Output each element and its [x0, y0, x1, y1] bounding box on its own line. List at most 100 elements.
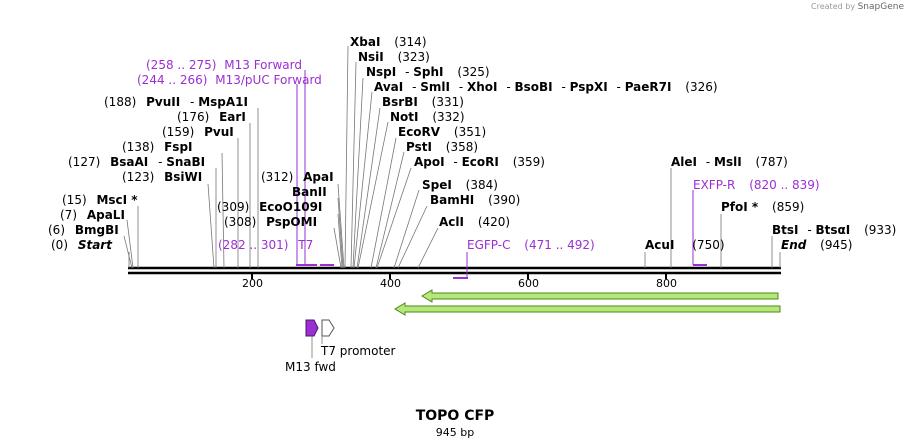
leader-bsiwi	[207, 183, 215, 269]
enzyme-bsrbi-name: BsrBI	[382, 95, 418, 109]
enzyme-pvui[interactable]: (159) PvuI	[162, 125, 234, 139]
enzyme-bsiwi-name: BsiWI	[164, 170, 203, 184]
primer-m13-forward-range: (258 .. 275)	[146, 58, 217, 72]
enzyme-ecorv[interactable]: EcoRV (351)	[398, 125, 486, 139]
primer-m13-puc-name: M13/pUC Forward	[215, 73, 322, 87]
enzyme-bsrbi[interactable]: BsrBI (331)	[382, 95, 464, 109]
enzyme-xhoi-name: XhoI	[466, 80, 498, 94]
leader-ecorv	[370, 137, 397, 269]
enzyme-avai-group[interactable]: AvaI - SmlI - XhoI - BsoBI - PspXI - Pae…	[374, 80, 718, 94]
enzyme-spei[interactable]: SpeI (384)	[422, 178, 498, 192]
enzyme-pvuii-name: PvuII	[146, 95, 181, 109]
enzyme-btsi-pos: (933)	[864, 223, 897, 237]
enzyme-avai-name: AvaI	[374, 80, 404, 94]
leader-bsrbi	[356, 107, 381, 269]
enzyme-noti[interactable]: NotI (332)	[390, 110, 465, 124]
enzyme-sphi-name: SphI	[413, 65, 444, 79]
enzyme-nsii-pos: (323)	[397, 50, 430, 64]
leader-bamhi	[397, 205, 428, 269]
primer-m13-forward-name: M13 Forward	[224, 58, 302, 72]
enzyme-msci-name: MscI *	[96, 193, 138, 207]
enzyme-banii[interactable]: BanII	[292, 185, 327, 199]
enzyme-pvuii[interactable]: (188) PvuII - MspA1I	[104, 95, 248, 109]
enzyme-fspi[interactable]: (138) FspI	[122, 140, 193, 154]
enzyme-pspomi[interactable]: (308) PspOMI	[224, 215, 317, 229]
enzyme-alei[interactable]: AleI - MslI (787)	[671, 155, 788, 169]
orf-arrow-2[interactable]	[394, 302, 781, 316]
primer-egfp-c[interactable]: EGFP-C (471 .. 492)	[467, 238, 595, 252]
enzyme-pspomi-name: PspOMI	[266, 215, 318, 229]
enzyme-bsrbi-pos: (331)	[431, 95, 464, 109]
enzyme-eari[interactable]: (176) EarI	[177, 110, 246, 124]
enzyme-apali[interactable]: (7) ApaLI	[60, 208, 125, 222]
enzyme-acui[interactable]: AcuI (750)	[645, 238, 725, 252]
primer-exfp-r[interactable]: EXFP-R (820 .. 839)	[693, 178, 820, 192]
primer-m13-puc-range: (244 .. 266)	[137, 73, 208, 87]
enzyme-snabi-name: SnaBI	[166, 155, 206, 169]
enzyme-alei-name: AleI	[671, 155, 698, 169]
enzyme-bamhi[interactable]: BamHI (390)	[430, 193, 520, 207]
enzyme-ecori-name: EcoRI	[461, 155, 499, 169]
primer-t7-range: (282 .. 301)	[218, 238, 289, 252]
enzyme-nsii[interactable]: NsiI (323)	[358, 50, 430, 64]
enzyme-bmgbi-pos: (6)	[48, 223, 65, 237]
enzyme-acui-pos: (750)	[692, 238, 725, 252]
enzyme-psti[interactable]: PstI (358)	[406, 140, 478, 154]
enzyme-apai[interactable]: (312) ApaI	[261, 170, 334, 184]
enzyme-apai-pos: (312)	[261, 170, 294, 184]
leader-apali	[126, 219, 134, 269]
enzyme-leader-lines	[123, 45, 781, 269]
map-title: TOPO CFP	[415, 408, 495, 424]
enzyme-bsaai[interactable]: (127) BsaAI - SnaBI	[68, 155, 206, 169]
enzyme-bsobi-name: BsoBI	[514, 80, 553, 94]
enzyme-msci[interactable]: (15) MscI *	[62, 193, 138, 207]
m13-fwd-feature[interactable]	[305, 319, 319, 337]
leader-pspomi	[333, 227, 342, 269]
enzyme-ecorv-pos: (351)	[453, 125, 487, 139]
enzyme-apali-pos: (7)	[60, 208, 77, 222]
enzyme-bmgbi[interactable]: (6) BmgBI	[48, 223, 119, 237]
enzyme-nspi[interactable]: NspI - SphI (325)	[366, 65, 490, 79]
enzyme-xbai[interactable]: XbaI (314)	[350, 35, 427, 49]
snapgene-logo: SnapGene	[857, 2, 904, 12]
enzyme-pspxi-name: PspXI	[569, 80, 608, 94]
enzyme-apali-name: ApaLI	[86, 208, 125, 222]
enzyme-acui-name: AcuI	[645, 238, 675, 252]
enzyme-bsiwi[interactable]: (123) BsiWI	[122, 170, 202, 184]
leader-avai	[353, 91, 373, 269]
enzyme-end[interactable]: End (945)	[781, 238, 852, 252]
enzyme-acli[interactable]: AclI (420)	[439, 215, 510, 229]
enzyme-apai-name: ApaI	[303, 170, 334, 184]
primer-m13-forward[interactable]: (258 .. 275) M13 Forward	[146, 58, 302, 72]
map-length: 945 bp	[435, 426, 475, 439]
enzyme-apoi[interactable]: ApoI - EcoRI (359)	[414, 155, 545, 169]
enzyme-btsai-name: BtsαI	[815, 223, 851, 237]
leader-nspi	[352, 77, 364, 269]
enzyme-spei-pos: (384)	[465, 178, 498, 192]
enzyme-pvuii-pos: (188)	[104, 95, 137, 109]
primer-exfp-r-range: (820 .. 839)	[749, 178, 820, 192]
orf-arrow-1[interactable]	[421, 289, 779, 303]
t7-promoter-feature[interactable]	[321, 319, 335, 337]
enzyme-ecoo109i[interactable]: (309) EcoO109I	[217, 200, 322, 214]
enzyme-msci-pos: (15)	[62, 193, 87, 207]
enzyme-pfoi[interactable]: PfoI * (859)	[721, 200, 804, 214]
enzyme-end-pos: (945)	[820, 238, 853, 252]
primer-t7[interactable]: (282 .. 301) T7	[218, 238, 313, 252]
leader-apai	[337, 183, 345, 269]
leader-psti	[375, 151, 405, 269]
enzyme-pfoi-name: PfoI *	[721, 200, 759, 214]
enzyme-bmgbi-name: BmgBI	[74, 223, 119, 237]
enzyme-bamhi-name: BamHI	[430, 193, 475, 207]
enzyme-start-name: Start	[77, 238, 112, 252]
primer-egfp-c-name: EGFP-C	[467, 238, 511, 252]
enzyme-start[interactable]: (0) Start	[51, 238, 112, 252]
primer-marks	[296, 70, 707, 279]
enzyme-btsi[interactable]: BtsI - BtsαI (933)	[772, 223, 897, 237]
primer-m13-puc[interactable]: (244 .. 266) M13/pUC Forward	[137, 73, 322, 87]
enzyme-nsii-name: NsiI	[358, 50, 384, 64]
ruler-label-800: 800	[656, 277, 677, 290]
leader-fspi	[221, 152, 225, 269]
primer-t7-name: T7	[298, 238, 314, 252]
